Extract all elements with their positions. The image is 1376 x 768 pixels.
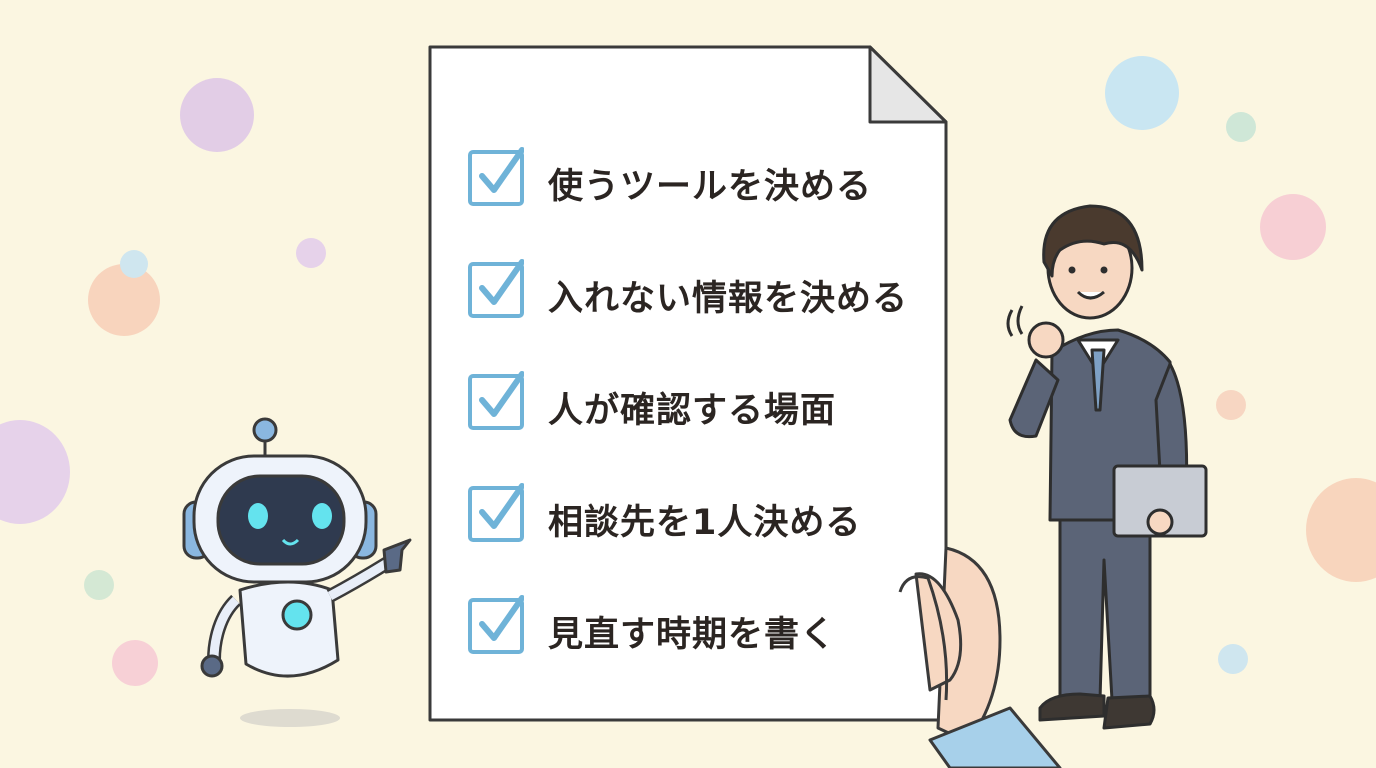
checkbox-checked-icon	[468, 371, 524, 430]
decor-dot	[296, 238, 326, 268]
robot-shadow	[240, 709, 340, 727]
checkbox-checked-icon	[468, 595, 524, 654]
decor-dot	[1105, 56, 1179, 130]
checklist-item: 見直す時期を書く	[468, 594, 918, 706]
checklist-paper	[428, 45, 948, 722]
decor-dot	[1226, 112, 1256, 142]
decor-dot	[120, 250, 148, 278]
businessman	[1006, 204, 1208, 730]
checklist-item-label: 入れない情報を決める	[548, 279, 909, 319]
decor-dot	[88, 264, 160, 336]
decor-dot	[84, 570, 114, 600]
checkbox-checked-icon	[468, 147, 524, 206]
decor-dot	[1218, 644, 1248, 674]
checklist-item: 入れない情報を決める	[468, 258, 918, 370]
decor-dot	[1260, 194, 1326, 260]
checklist-item-label: 使うツールを決める	[548, 167, 873, 207]
decor-dot	[1216, 390, 1246, 420]
robot-mascot	[182, 417, 412, 678]
decor-dot	[180, 78, 254, 152]
checklist-item: 使うツールを決める	[468, 146, 918, 258]
checklist: 使うツールを決める 入れない情報を決める 人が確認する場面 相談先を1人決める …	[468, 146, 918, 706]
checkbox-checked-icon	[468, 483, 524, 542]
decor-dot	[112, 640, 158, 686]
checklist-item-label: 人が確認する場面	[548, 391, 837, 431]
checklist-item-label: 相談先を1人決める	[548, 503, 862, 543]
checkbox-checked-icon	[468, 259, 524, 318]
checklist-item: 相談先を1人決める	[468, 482, 918, 594]
checklist-item: 人が確認する場面	[468, 370, 918, 482]
checklist-item-label: 見直す時期を書く	[548, 615, 837, 655]
hand-holding-paper	[898, 546, 1062, 768]
